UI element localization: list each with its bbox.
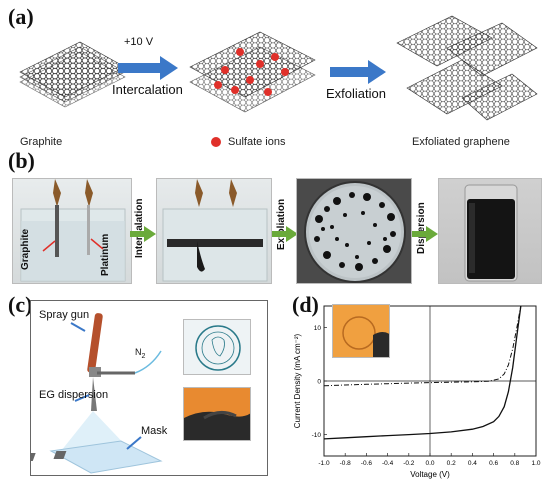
panel-b-label: (b) [8,148,35,173]
photo-beaker-initial [12,178,132,284]
panel-a-label: (a) [8,4,34,29]
intercalation-label-a: Intercalation [112,82,183,97]
x-tick-label: 0.0 [425,460,434,467]
sulfate-ion-marker [211,137,221,147]
photo-printed-seal [183,319,251,375]
voltage-label: +10 V [124,36,154,48]
arrow-right-icon [118,56,178,80]
label-platinum-electrode: Platinum [100,233,111,276]
jv-series-line-1 [324,306,522,440]
exfoliated-graphene-illustration [396,15,538,121]
label-n2-symbol: N [135,347,142,357]
caption-graphite: Graphite [20,136,63,148]
spray-gun-illustration [31,313,163,474]
x-tick-label: 0.8 [510,460,519,467]
x-tick-label: -0.4 [382,460,394,467]
photo-flexible-film [183,387,251,441]
x-tick-label: 1.0 [531,460,540,467]
y-tick-label: 0 [317,379,321,386]
y-tick-label: -10 [312,432,322,439]
x-tick-label: 0.4 [468,460,477,467]
caption-exfoliated-graphene: Exfoliated graphene [412,136,510,148]
label-spray-gun: Spray gun [39,309,90,321]
jv-curve-chart: -1.0 -0.8 -0.6 -0.4 -0.2 0.0 0.2 0.4 0.6 0.8 1.0 1… [293,305,541,479]
photo-device-inset [332,304,390,358]
y-tick-label: 10 [314,325,322,332]
x-tick-label: -0.2 [403,460,415,467]
exfoliation-label-b: Exfoliation [276,198,287,250]
arrow-right-icon [272,226,298,242]
label-eg-dispersion: EG dispersion [39,389,109,401]
x-tick-label: -0.6 [361,460,373,467]
panel-d-label: (d) [292,292,319,317]
y-axis-label: Current Density (mA cm⁻²) [293,333,302,428]
photo-beaker-intercalation [156,178,272,284]
x-tick-label: -1.0 [318,460,330,467]
x-tick-label: 0.2 [447,460,456,467]
photo-dispersion-vial [438,178,542,284]
panel-c-label: (c) [8,292,33,317]
jv-series-line-2 [324,306,522,387]
x-axis-label: Voltage (V) [410,470,450,479]
exfoliation-label-a: Exfoliation [326,86,386,101]
label-n2-subscript: 2 [141,352,146,360]
label-n2: N2 [135,347,145,360]
label-graphite-electrode: Graphite [20,228,31,270]
x-tick-label: -0.8 [340,460,352,467]
intercalated-graphite-illustration [189,31,316,113]
arrow-right-icon [330,60,386,84]
arrow-right-icon [130,226,156,242]
caption-sulfate-ions: Sulfate ions [228,136,286,148]
graphite-stack-illustration [19,41,126,108]
photo-exfoliated-flakes [296,178,412,284]
arrow-right-icon [412,226,438,242]
label-mask: Mask [141,425,168,437]
panel-c-frame: Spray gun N2 EG dispersion Mask [30,300,268,476]
x-tick-label: 0.6 [489,460,498,467]
